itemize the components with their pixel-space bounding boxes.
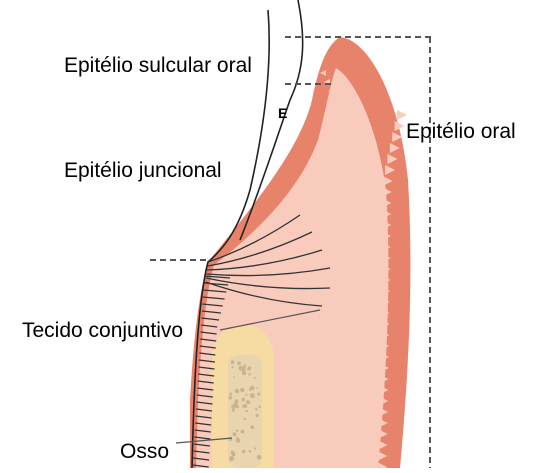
label-junctional-epithelium: Epitélio juncional xyxy=(64,159,222,182)
bone-spot xyxy=(245,394,247,396)
bone-spot xyxy=(240,388,244,392)
bone-spot xyxy=(229,393,232,396)
bone-spot xyxy=(257,455,262,460)
bone-spot xyxy=(255,408,258,411)
bone-spot xyxy=(237,361,241,365)
label-connective-tissue: Tecido conjuntivo xyxy=(22,319,183,342)
label-enamel-marker: E xyxy=(278,105,287,121)
bone-spot xyxy=(228,396,232,400)
bone-spot xyxy=(242,450,246,454)
bone-spot xyxy=(231,366,233,368)
bone-spot xyxy=(257,393,260,396)
bone-spot xyxy=(241,430,245,434)
bone-spot xyxy=(248,373,251,376)
bone-spot xyxy=(235,399,239,403)
bone-spot xyxy=(232,409,235,412)
bone-spot xyxy=(242,371,246,375)
bone-spot xyxy=(236,438,241,443)
bone-spot xyxy=(239,366,244,371)
bone-spot xyxy=(231,456,234,459)
label-oral-epithelium: Epitélio oral xyxy=(406,120,516,143)
bone-spot xyxy=(233,432,237,436)
bone-spot xyxy=(249,450,252,453)
bone-spot xyxy=(254,447,256,449)
bone-spot xyxy=(244,418,246,420)
bone-spot xyxy=(256,414,259,417)
bone-spot xyxy=(256,387,258,389)
bone-spot xyxy=(242,405,245,408)
bone-spot xyxy=(235,389,239,393)
bone-spot xyxy=(233,376,235,378)
bone-spot xyxy=(250,393,255,398)
bone-spot xyxy=(232,452,236,456)
label-oral-sulcular-epithelium: Epitélio sulcular oral xyxy=(64,54,252,77)
bone-spot xyxy=(247,368,250,371)
bone-spot xyxy=(250,386,255,391)
bone-spot xyxy=(246,400,250,404)
bone-spot xyxy=(241,398,245,402)
bone-spot xyxy=(258,406,261,409)
bone-spot xyxy=(250,426,253,429)
bone-spot xyxy=(231,360,235,364)
bone-spot xyxy=(243,365,246,368)
bone-spot xyxy=(246,410,248,412)
bone-spot xyxy=(254,377,256,379)
bone-spot xyxy=(236,429,238,431)
label-bone: Osso xyxy=(120,440,169,463)
